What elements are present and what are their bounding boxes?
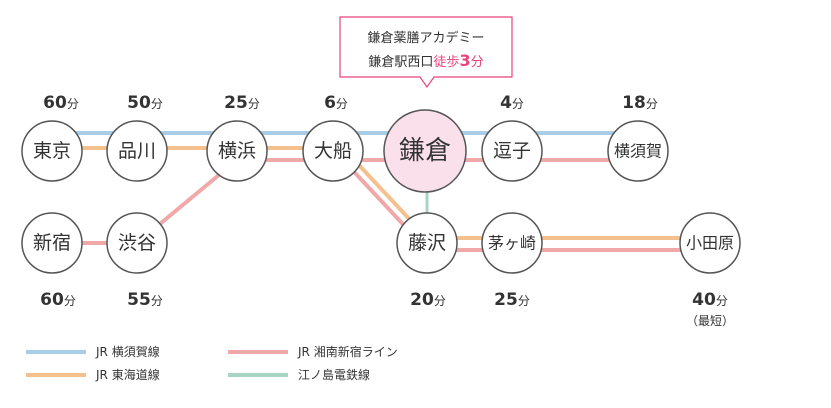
- callout-station-exit: 鎌倉駅西口: [368, 55, 433, 70]
- odawara-note: （最短）: [686, 314, 734, 328]
- station-yokosuka-label: 横須賀: [614, 142, 662, 161]
- callout-line2: 鎌倉駅西口徒歩3分: [368, 51, 483, 70]
- station-kamakura-label: 鎌倉: [399, 136, 451, 166]
- station-tokyo[interactable]: 東京: [21, 120, 83, 182]
- station-tokyo-label: 東京: [33, 140, 71, 162]
- time-shinjuku: 60分: [40, 290, 76, 310]
- legend-label-shonan: JR 湘南新宿ライン: [297, 344, 398, 359]
- callout-minutes-unit: 分: [471, 55, 484, 70]
- time-fujisawa: 20分: [410, 290, 446, 310]
- station-shinjuku[interactable]: 新宿: [21, 212, 83, 274]
- callout-minutes: 3: [459, 51, 470, 70]
- time-zushi: 4分: [500, 93, 524, 113]
- station-ofuna-label: 大船: [314, 140, 352, 162]
- station-yokohama-label: 横浜: [218, 140, 256, 162]
- legend-label-yokosuka: JR 横須賀線: [95, 344, 160, 359]
- station-shinjuku-label: 新宿: [33, 232, 71, 254]
- station-fujisawa-label: 藤沢: [408, 232, 446, 254]
- travel-times: 60分 50分 25分 6分 4分 18分 60分 55分 20分 25分 40…: [40, 93, 734, 328]
- station-shinagawa-label: 品川: [118, 140, 156, 162]
- station-shibuya[interactable]: 渋谷: [106, 212, 168, 274]
- callout-line1: 鎌倉薬膳アカデミー: [367, 30, 484, 46]
- time-odawara: 40分: [692, 290, 728, 310]
- stations: 東京 品川 横浜 大船 鎌倉 逗子 横須賀 新宿: [21, 109, 741, 274]
- legend-label-enoden: 江ノ島電鉄線: [298, 367, 370, 382]
- callout-bubble: [339, 16, 513, 89]
- time-shinagawa: 50分: [127, 93, 163, 113]
- station-shibuya-label: 渋谷: [118, 232, 156, 254]
- station-odawara-label: 小田原: [686, 234, 734, 253]
- time-shibuya: 55分: [127, 290, 163, 310]
- station-yokohama[interactable]: 横浜: [206, 120, 268, 182]
- tokaido-line: [52, 146, 710, 240]
- station-odawara[interactable]: 小田原: [679, 212, 741, 274]
- legend-label-tokaido: JR 東海道線: [95, 367, 160, 382]
- time-yokosuka: 18分: [622, 93, 658, 113]
- time-ofuna: 6分: [324, 93, 348, 113]
- station-shinagawa[interactable]: 品川: [106, 120, 168, 182]
- callout-walk: 徒歩: [433, 55, 459, 70]
- station-kamakura[interactable]: 鎌倉: [383, 109, 467, 193]
- station-zushi-label: 逗子: [493, 140, 531, 162]
- station-chigasaki-label: 茅ヶ崎: [488, 234, 536, 253]
- station-fujisawa[interactable]: 藤沢: [396, 212, 458, 274]
- legend: JR 横須賀線 JR 東海道線 JR 湘南新宿ライン 江ノ島電鉄線: [26, 344, 398, 382]
- station-yokosuka[interactable]: 横須賀: [607, 120, 669, 182]
- academy-callout: 鎌倉薬膳アカデミー 鎌倉駅西口徒歩3分: [339, 16, 513, 89]
- station-chigasaki[interactable]: 茅ヶ崎: [481, 212, 543, 274]
- station-zushi[interactable]: 逗子: [481, 120, 543, 182]
- time-chigasaki: 25分: [494, 290, 530, 310]
- time-yokohama: 25分: [224, 93, 260, 113]
- station-ofuna[interactable]: 大船: [302, 120, 364, 182]
- time-tokyo: 60分: [43, 93, 79, 113]
